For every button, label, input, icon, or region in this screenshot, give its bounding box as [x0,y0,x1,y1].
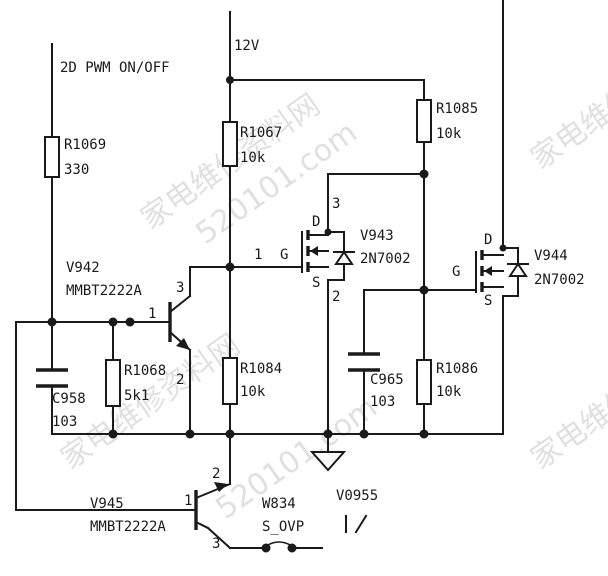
jumper-pad [287,543,297,553]
capacitor-c965: C965 103 [348,352,404,410]
transistor-v945: V945 MMBT2222A 1 2 3 [90,466,232,552]
pin-letter: D [484,232,492,248]
supply-12v-label: 12V [234,38,260,54]
resistor-ref: R1086 [436,361,478,377]
capacitor-ref: C958 [52,391,86,407]
junction-dot [108,317,118,327]
resistor-ref: R1068 [124,363,166,379]
resistor-value: 10k [240,150,266,166]
resistor-ref: R1067 [240,125,282,141]
pin-letter: G [452,264,460,280]
junction-dot [419,285,429,295]
component-v0955-partial: V0955 [336,488,378,534]
junction-dot [125,317,135,327]
resistor-r1086: R1086 10k [416,359,478,405]
resistor-ref: R1069 [64,137,106,153]
pin-number: 2 [332,289,340,305]
watermark-corner-top: 家电维修 [525,79,608,176]
emitter-arrow [176,338,190,350]
pin-letter: G [280,247,288,263]
channel-arrow [484,266,492,276]
junction-dot [419,169,429,179]
jumper-pad [261,543,271,553]
transistor-ref: V945 [90,496,124,512]
mosfet-ref: V944 [534,248,568,264]
body-diode-icon [334,250,354,265]
mosfet-v943: 1 G D S 3 2 V943 2N7002 [254,196,411,305]
jumper-ref: W834 [262,496,296,512]
pin-number: 1 [184,493,192,509]
junctions [47,76,507,439]
pin-letter: S [484,293,492,309]
junction-dot [47,317,57,327]
junction-dot [419,429,429,439]
pin-number: 1 [148,306,156,322]
resistor-value: 5k1 [124,388,149,404]
transistor-ref: V942 [66,260,100,276]
channel-arrow [310,246,318,256]
body-diode-icon [508,262,528,277]
junction-dot [185,429,195,439]
pin-number: 3 [212,536,220,552]
junction-dot [359,429,369,439]
capacitor-ref: C965 [370,372,404,388]
resistor-value: 10k [436,384,462,400]
resistor-ref: R1085 [436,101,478,117]
mosfet-v944: G D S V944 2N7002 [452,232,585,309]
capacitor-value: 103 [52,414,77,430]
pin-number: 2 [176,372,184,388]
mosfet-part: 2N7002 [360,251,411,267]
jumper-w834: W834 S_OVP [261,496,304,553]
resistor-r1067: R1067 10k [222,121,282,167]
ground-symbol-icon [309,451,347,472]
junction-dot [226,76,234,84]
pin-letter: D [312,214,320,230]
pin-letter: S [312,275,320,291]
watermark-corner-bottom: 家电维修 [525,379,608,476]
component-ref: V0955 [336,488,378,504]
pin-number: 2 [212,466,220,482]
capacitor-value: 103 [370,394,395,410]
resistor-r1085: R1085 10k [416,99,478,143]
resistor-value: 330 [64,162,89,178]
resistor-r1068: R1068 5k1 [105,359,166,407]
pin-number: 3 [332,196,340,212]
watermark-site-url-bottom: 520101.com [210,390,384,527]
transistor-part: MMBT2222A [90,519,166,535]
resistor-value: 10k [240,384,266,400]
mosfet-ref: V943 [360,228,394,244]
net-name: S_OVP [262,519,304,535]
transistor-part: MMBT2222A [66,283,142,299]
junction-dot [108,429,118,439]
pin-number: 3 [176,280,184,296]
junction-dot [225,262,235,272]
pin-number: 1 [254,247,262,263]
mosfet-part: 2N7002 [534,272,585,288]
resistor-r1084: R1084 10k [222,357,282,405]
resistor-r1069: R1069 330 [44,136,106,178]
pwm-signal-label: 2D PWM ON/OFF [60,60,170,76]
junction-dot [323,429,333,439]
junction-dot [225,429,235,439]
resistor-value: 10k [436,126,462,142]
capacitor-c958: C958 103 [36,368,86,430]
transistor-v942: V942 MMBT2222A 1 3 2 [66,260,192,388]
emitter-arrow [214,482,228,492]
resistor-ref: R1084 [240,361,282,377]
